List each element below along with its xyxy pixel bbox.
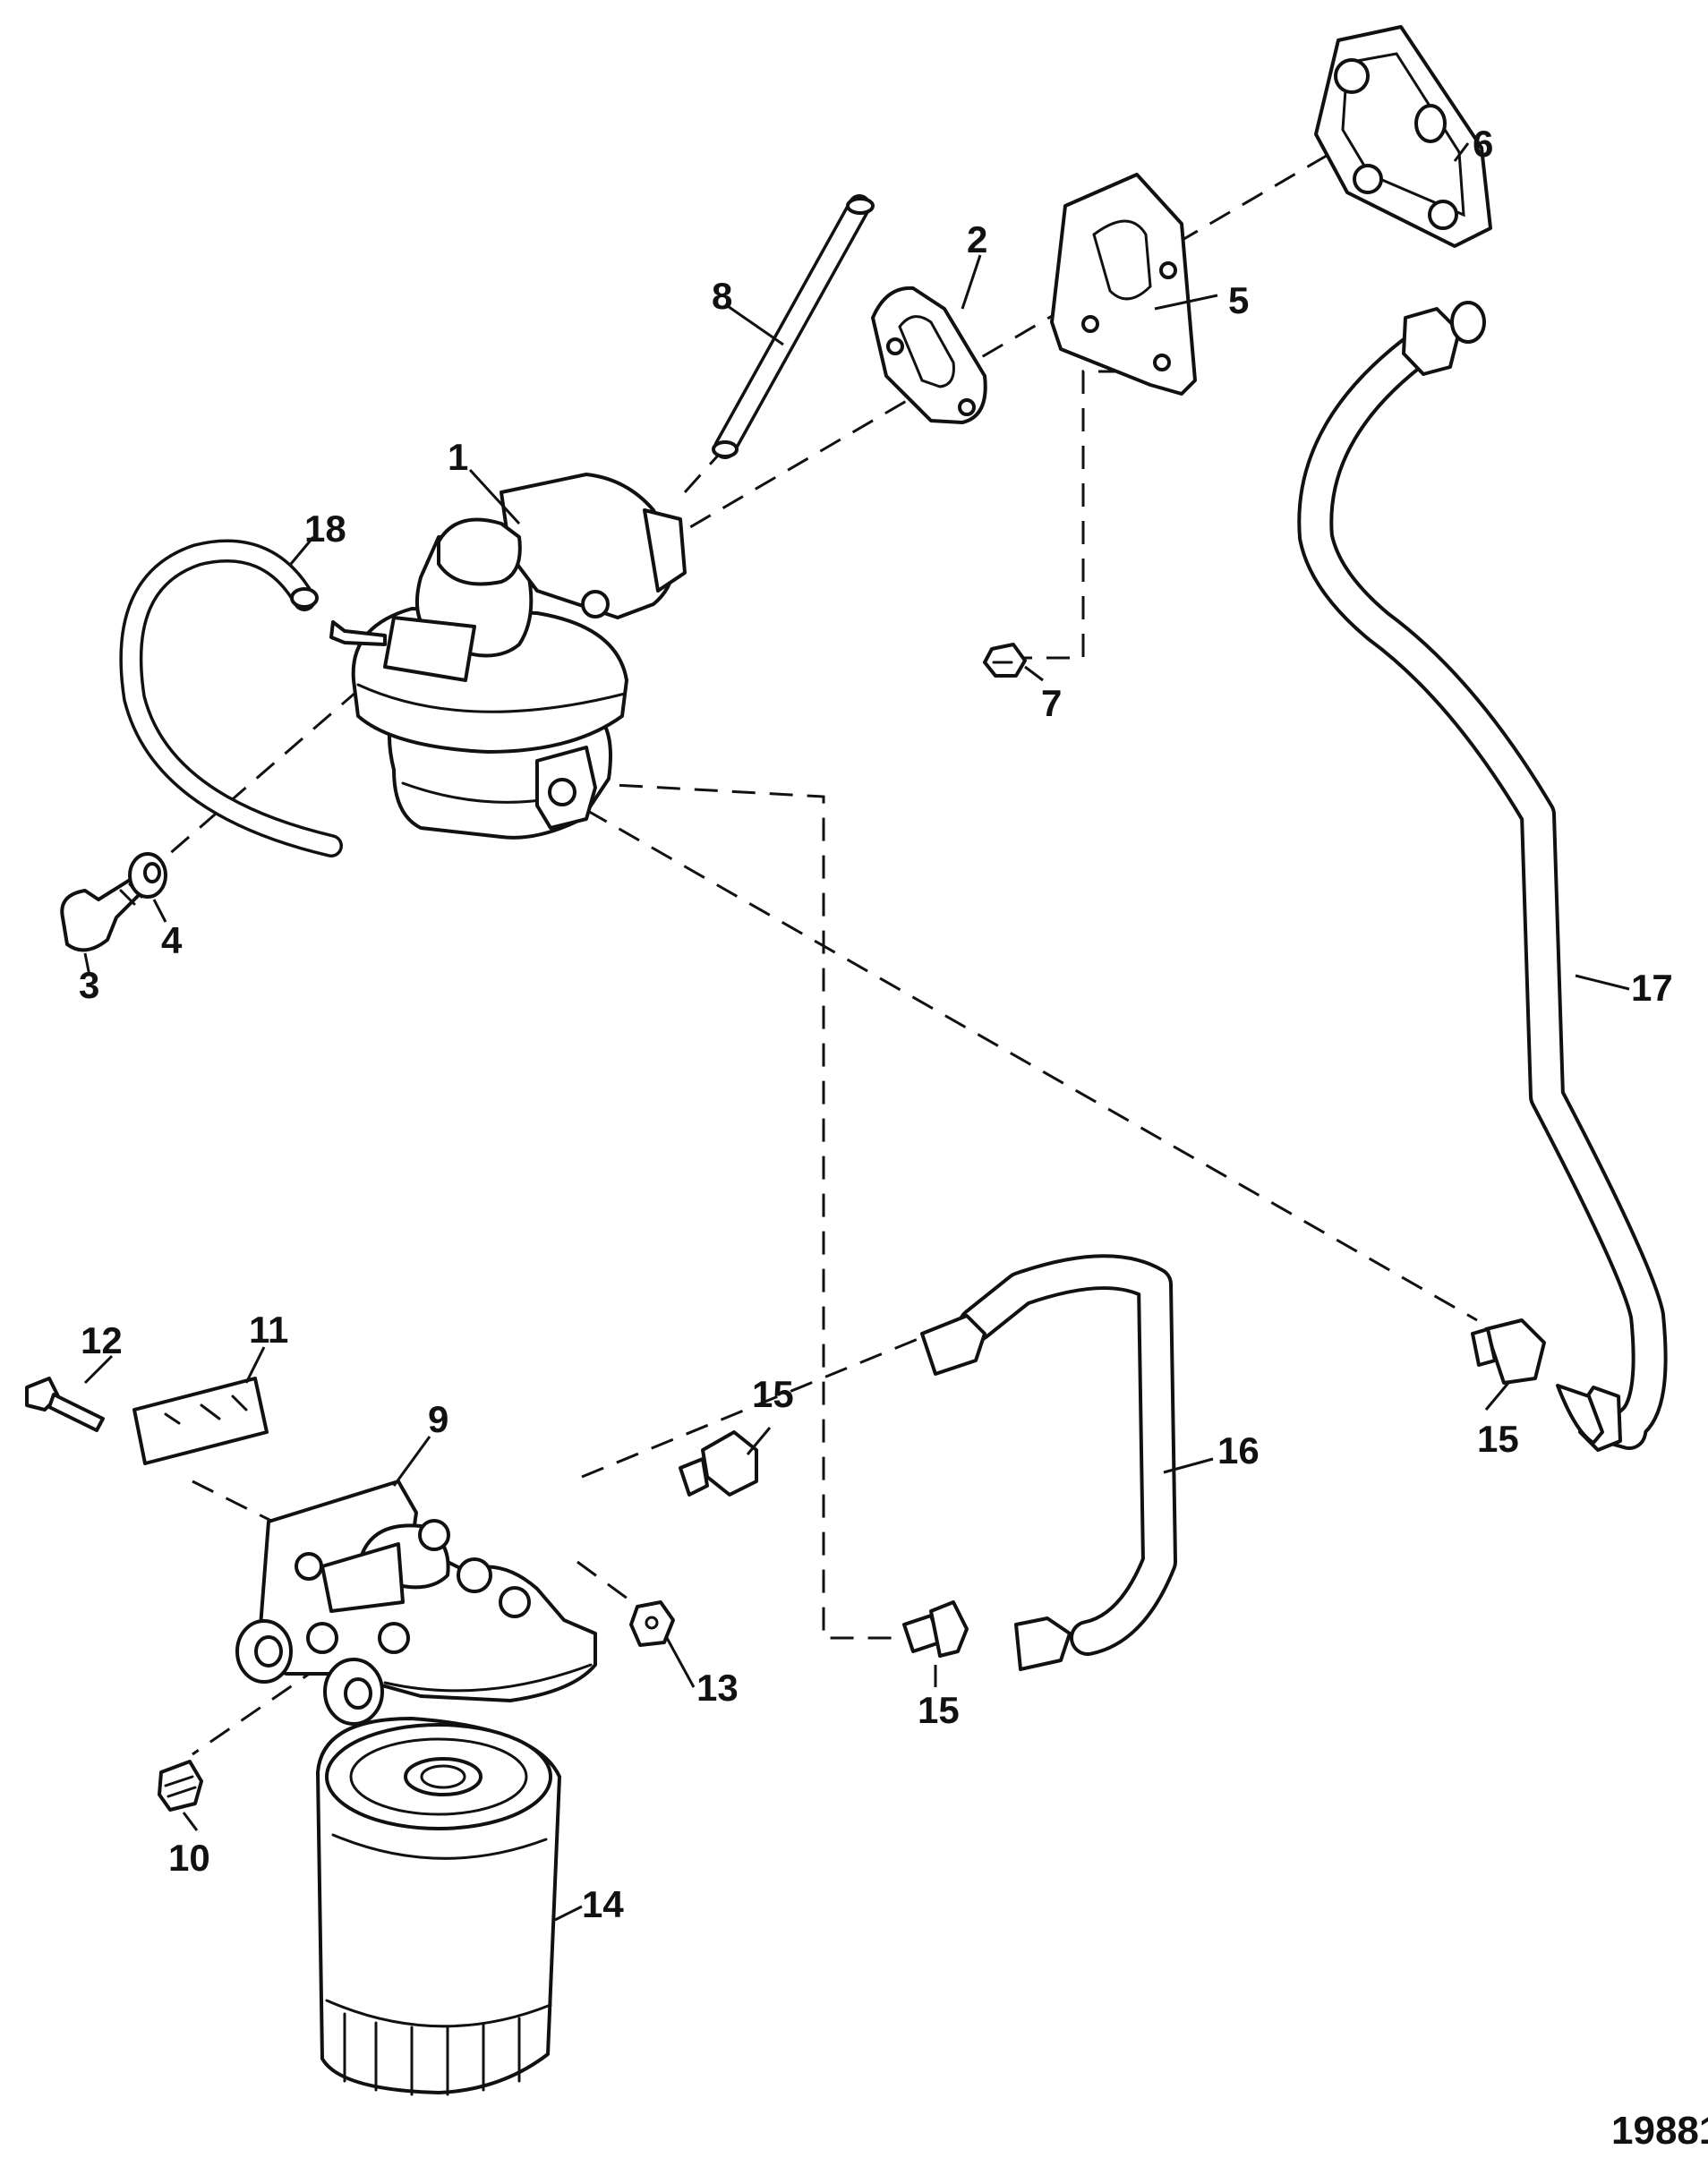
callout-8: 8 — [712, 275, 732, 317]
mounting-plate-6 — [1314, 25, 1492, 248]
gasket-2 — [871, 286, 987, 424]
nut-13 — [629, 1600, 675, 1647]
callout-5: 5 — [1228, 279, 1249, 321]
fitting-15-bottom — [902, 1600, 969, 1658]
filter-base-9 — [235, 1480, 597, 1726]
fitting-15-left — [679, 1430, 758, 1497]
callout-9: 9 — [428, 1398, 448, 1440]
fuel-line-17 — [1297, 301, 1668, 1452]
callout-14: 14 — [582, 1883, 624, 1925]
callout-7: 7 — [1041, 682, 1062, 724]
callout-11: 11 — [249, 1309, 288, 1351]
callout-15-right: 15 — [1477, 1418, 1519, 1460]
callout-3: 3 — [79, 964, 99, 1006]
callout-17: 17 — [1631, 967, 1673, 1009]
callout-2: 2 — [967, 218, 987, 260]
callout-16: 16 — [1217, 1429, 1260, 1471]
filter-14 — [316, 1717, 561, 2096]
screw-7 — [983, 643, 1027, 678]
fuel-pump-1 — [329, 473, 687, 840]
gasket-plate-5 — [1050, 173, 1197, 396]
callout-6: 6 — [1473, 123, 1493, 165]
callout-labels: 1 2 3 4 5 6 7 8 9 10 11 12 13 14 15 15 1… — [79, 123, 1673, 1925]
callout-4: 4 — [161, 919, 183, 961]
fuel-line-16 — [920, 1254, 1177, 1671]
washer-4 — [128, 852, 167, 899]
plug-10 — [158, 1760, 203, 1812]
callout-10: 10 — [168, 1837, 210, 1879]
bolt-12 — [25, 1377, 105, 1432]
decal-11 — [132, 1377, 269, 1465]
callout-1: 1 — [448, 436, 468, 478]
figure-number: 19881 — [1611, 2109, 1708, 2153]
callout-leaders — [83, 142, 1630, 1922]
callout-15-left: 15 — [752, 1373, 794, 1415]
fitting-15-right — [1471, 1318, 1546, 1385]
callout-13: 13 — [696, 1667, 739, 1709]
callout-18: 18 — [304, 508, 346, 550]
vent-tube-8 — [712, 194, 875, 459]
callout-15-bottom: 15 — [918, 1689, 960, 1731]
fuel-hose-18 — [119, 539, 343, 857]
callout-12: 12 — [81, 1319, 123, 1361]
